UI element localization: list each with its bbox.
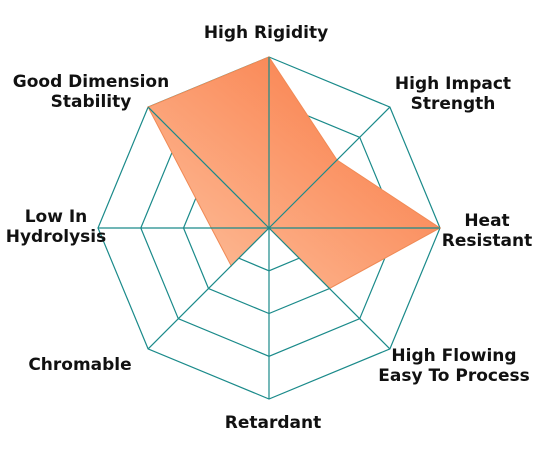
radar-spokes [98, 57, 440, 399]
axis-label-line: Chromable [28, 355, 131, 375]
axis-label-line: Low In [25, 207, 88, 227]
spoke-dimension [147, 106, 270, 229]
axis-label-line: Good Dimension [13, 72, 169, 92]
axis-label-retardant: Retardant [225, 413, 321, 433]
axis-label-line: Retardant [225, 413, 321, 433]
axis-label-line: Easy To Process [378, 366, 530, 386]
axis-label-line: High Impact [395, 74, 511, 94]
axis-label-line: Hydrolysis [6, 227, 107, 247]
axis-label-chromable: Chromable [28, 355, 131, 375]
axis-label-line: Heat [464, 211, 509, 231]
axis-label-rigidity: High Rigidity [204, 23, 328, 43]
axis-label-line: High Rigidity [204, 23, 328, 43]
axis-label-line: High Flowing [391, 346, 516, 366]
axis-label-line: Resistant [442, 231, 533, 251]
spoke-chromable [147, 227, 270, 350]
spoke-flowing [268, 227, 391, 350]
axis-label-line: Strength [411, 94, 496, 114]
axis-label-line: Stability [51, 92, 132, 112]
spoke-impact [268, 106, 391, 229]
